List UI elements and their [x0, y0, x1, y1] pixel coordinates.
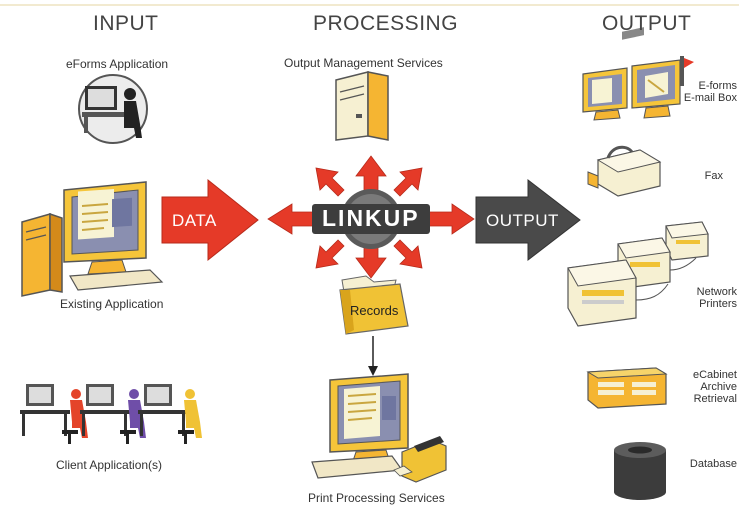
- fax-label: Fax: [704, 170, 723, 182]
- output-arrow: [475, 178, 581, 262]
- existing-application-label: Existing Application: [60, 297, 164, 311]
- eforms-email-label: E-forms E-mail Box: [684, 80, 737, 104]
- network-printers-label: Network Printers: [697, 286, 737, 310]
- print-processing-label: Print Processing Services: [308, 491, 445, 505]
- output-management-label: Output Management Services: [284, 56, 443, 70]
- linkup-hub: [267, 155, 475, 279]
- eforms-label-line2: E-mail Box: [683, 92, 737, 104]
- records-label: Records: [350, 303, 399, 318]
- client-application-label: Client Application(s): [56, 458, 163, 472]
- database-label: Database: [689, 458, 737, 470]
- printers-label-line1: Network: [696, 286, 737, 298]
- existing-application-computer-icon: [21, 181, 164, 297]
- output-management-server-icon: [335, 71, 389, 141]
- ecab-label-line1: eCabinet: [692, 369, 737, 381]
- printers-label-line2: Printers: [699, 298, 737, 310]
- records-to-print-connector: [368, 336, 378, 376]
- data-arrow: [161, 178, 259, 262]
- output-header: OUTPUT: [602, 12, 692, 35]
- database-cylinder-icon: [614, 442, 666, 500]
- ecabinet-archive-icon: [586, 367, 668, 409]
- ecabinet-label: eCabinet Archive Retrieval: [693, 369, 737, 405]
- network-printers-icon: [567, 221, 709, 327]
- processing-header: PROCESSING: [313, 12, 459, 35]
- eforms-workstation-icon: [78, 74, 148, 144]
- output-arrow-label: OUTPUT: [486, 211, 559, 230]
- records-folder-icon: [339, 275, 409, 335]
- eforms-email-monitors-icon: [582, 56, 694, 121]
- fax-machine-icon: [587, 27, 662, 197]
- linkup-label: LINKUP: [322, 205, 420, 231]
- eforms-label-line1: E-forms: [698, 80, 738, 92]
- print-processing-computer-icon: [311, 373, 447, 483]
- ecab-label-line3: Retrieval: [693, 393, 737, 405]
- eforms-application-label: eForms Application: [66, 57, 169, 71]
- data-arrow-label: DATA: [172, 211, 217, 230]
- input-header: INPUT: [93, 12, 159, 35]
- ecab-label-line2: Archive: [700, 381, 737, 393]
- client-workstations-icon: [20, 384, 202, 444]
